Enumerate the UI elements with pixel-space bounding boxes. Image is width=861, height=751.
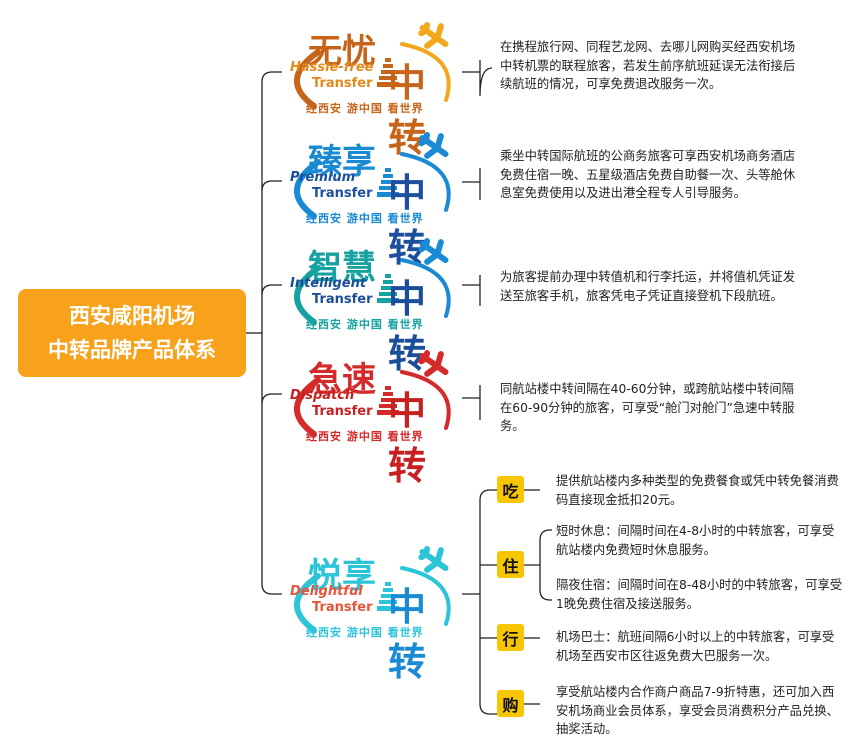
chip-eat: 吃 <box>497 476 524 503</box>
root-node: 西安咸阳机场 中转品牌产品体系 <box>18 289 246 377</box>
chip-stay: 住 <box>497 551 524 578</box>
root-title-line2: 中转品牌产品体系 <box>48 338 216 362</box>
stay-item-overnight: 隔夜住宿：间隔时间在8-48小时的中转旅客，可享受1晚免费住宿及接送服务。 <box>556 578 843 611</box>
logo-english-transfer: Transfer <box>312 292 373 307</box>
pagoda-icon <box>377 274 399 303</box>
stay-item-short-rest: 短时休息：间隔时间在4-8小时的中转旅客，可享受航站楼内免费短时休息服务。 <box>556 524 835 557</box>
root-title-line1: 西安咸阳机场 <box>69 304 195 328</box>
pagoda-icon <box>377 582 399 611</box>
logo-chinese-name: 无忧 <box>308 32 376 72</box>
chip-shop: 购 <box>497 690 524 717</box>
airplane-icon <box>418 546 449 573</box>
logo-english-transfer: Transfer <box>312 76 373 91</box>
logo-slogan: 经西安 游中国 看世界 <box>306 102 424 115</box>
logo-graphic <box>294 350 451 437</box>
logo-zhongzhuan: 中转 <box>388 277 427 376</box>
logo-chinese-name: 急速 <box>308 360 376 400</box>
pagoda-icon <box>377 58 399 87</box>
logo-english-transfer: Transfer <box>312 186 373 201</box>
logo-english-name: Premium <box>290 170 356 185</box>
airplane-icon <box>418 132 449 159</box>
hassle-free-description: 在携程旅行网、同程艺龙网、去哪儿网购买经西安机场中转机票的联程旅客，若发生前序航… <box>500 40 796 91</box>
airplane-icon <box>418 350 449 377</box>
dispatch-description: 同航站楼中转间隔在40-60分钟，或跨航站楼中转间隔在60-90分钟的旅客，可享… <box>500 382 795 433</box>
logo-english-transfer: Transfer <box>312 600 373 615</box>
chip-travel: 行 <box>497 624 524 651</box>
logo-zhongzhuan: 中转 <box>388 389 427 488</box>
pagoda-icon <box>377 386 399 415</box>
logo-graphic <box>294 22 451 109</box>
logo-english-name: Intelligent <box>290 276 367 291</box>
logo-graphic <box>294 132 451 219</box>
logo-english-name: Dispatch <box>290 388 355 403</box>
logo-slogan: 经西安 游中国 看世界 <box>306 318 424 331</box>
logo-graphic <box>294 546 451 633</box>
logo-english-transfer: Transfer <box>312 404 373 419</box>
logo-zhongzhuan: 中转 <box>388 61 427 160</box>
logo-chinese-name: 智慧 <box>308 248 376 288</box>
logo-slogan: 经西安 游中国 看世界 <box>306 430 424 443</box>
logo-english-name: Hassle-free <box>290 60 374 75</box>
logo-zhongzhuan: 中转 <box>388 585 427 684</box>
travel-item-bus: 机场巴士：航班间隔6小时以上的中转旅客，可享受机场至西安市区往返免费大巴服务一次… <box>556 630 835 663</box>
intelligent-description: 为旅客提前办理中转值机和行李托运，并将值机凭证发送至旅客手机，旅客凭电子凭证直接… <box>500 270 796 303</box>
airplane-icon <box>418 22 449 49</box>
logo-slogan: 经西安 游中国 看世界 <box>306 212 424 225</box>
pagoda-icon <box>377 168 399 197</box>
logo-english-name: Delightful <box>290 584 363 599</box>
logo-slogan: 经西安 游中国 看世界 <box>306 626 424 639</box>
branch-line-1 <box>261 71 282 83</box>
logo-chinese-name: 臻享 <box>308 142 376 182</box>
shop-item-discount: 享受航站楼内合作商户商品7-9折特惠，还可加入西安机场商业会员体系，享受会员消费… <box>556 685 839 736</box>
premium-description: 乘坐中转国际航班的公商务旅客可享西安机场商务酒店免费住宿一晚、五星级酒店免费自助… <box>500 149 796 200</box>
eat-item: 提供航站楼内多种类型的免费餐食或凭中转免餐消费码直接现金抵扣20元。 <box>556 474 839 507</box>
logo-graphic <box>294 238 451 325</box>
airplane-icon <box>418 238 449 265</box>
logo-chinese-name: 悦享 <box>308 556 376 596</box>
